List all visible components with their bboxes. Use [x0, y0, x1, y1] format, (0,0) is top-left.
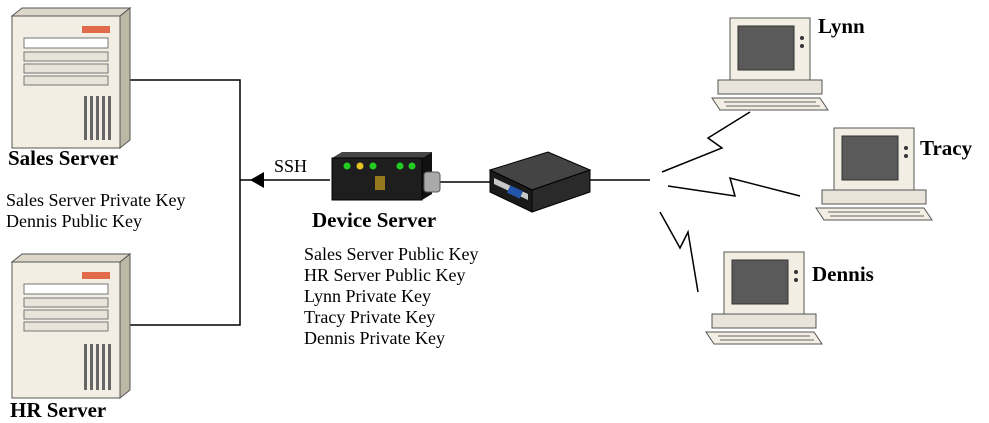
device-server-label: Device Server — [312, 208, 437, 232]
client-label-dennis: Dennis — [812, 262, 874, 286]
device-key-5: Dennis Private Key — [304, 328, 445, 348]
device-server-keys: Sales Server Public Key HR Server Public… — [304, 244, 478, 349]
sales-server-label: Sales Server — [8, 146, 119, 170]
device-key-1: Sales Server Public Key — [304, 244, 479, 264]
lightning-to-dennis-icon — [659, 211, 699, 293]
network-adapter-icon — [488, 151, 592, 213]
wireless-links — [659, 111, 801, 293]
device-key-3: Lynn Private Key — [304, 286, 431, 306]
client-label-lynn: Lynn — [818, 14, 865, 38]
tracy-computer-icon — [815, 127, 933, 221]
sales-server-keys: Sales Server Private Key Dennis Public K… — [6, 190, 185, 232]
device-key-4: Tracy Private Key — [304, 307, 436, 327]
device-key-2: HR Server Public Key — [304, 265, 466, 285]
lightning-to-lynn-icon — [661, 111, 751, 173]
sales-server-link — [130, 79, 241, 180]
hr-server-label: HR Server — [10, 398, 107, 422]
ssh-label: SSH — [274, 156, 308, 176]
hr-server-icon — [10, 252, 132, 400]
sales-server-icon — [10, 6, 132, 150]
device-server-icon — [331, 152, 441, 201]
sales-server-key-2: Dennis Public Key — [6, 211, 142, 231]
hr-server-link — [130, 180, 241, 326]
dennis-computer-icon — [705, 251, 823, 345]
sales-server-key-1: Sales Server Private Key — [6, 190, 186, 210]
lynn-computer-icon — [711, 17, 829, 111]
client-label-tracy: Tracy — [920, 136, 973, 160]
ssh-arrow-icon — [250, 172, 264, 188]
lightning-to-tracy-icon — [667, 176, 801, 197]
